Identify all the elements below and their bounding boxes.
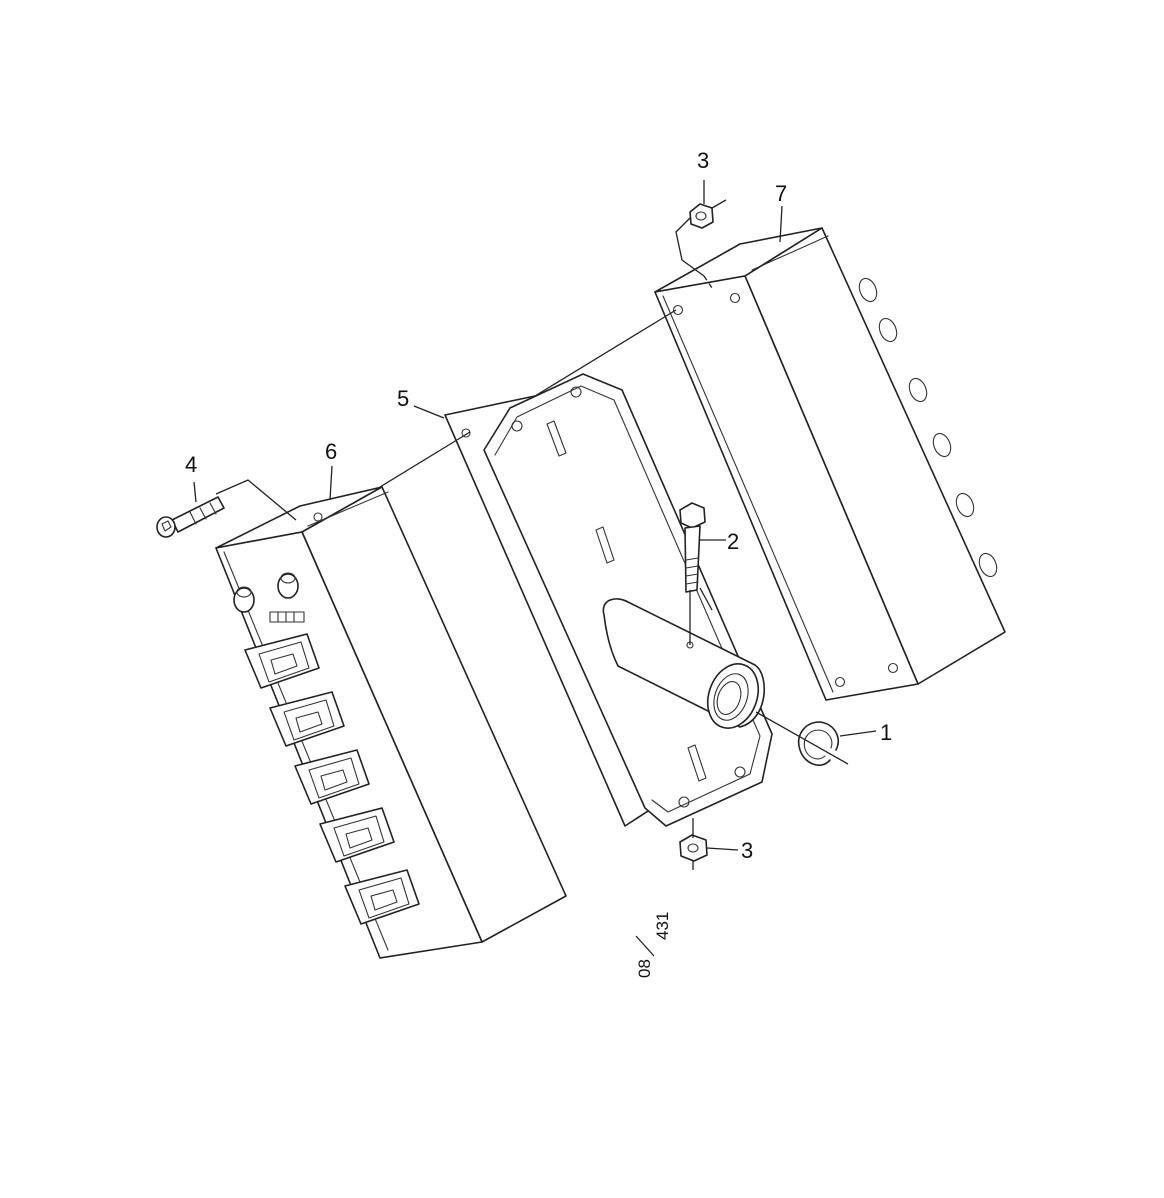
part-6-junction-box (215, 486, 567, 959)
callout-4: 4 (185, 452, 197, 477)
cable-glands (858, 277, 998, 578)
part-4-cap-screw (156, 496, 225, 538)
callout-7: 7 (775, 181, 787, 206)
callout-6: 6 (325, 439, 337, 464)
callout-1: 1 (880, 720, 892, 745)
part-2-hex-bolt (679, 502, 706, 593)
part-5-mounting-plate (444, 373, 773, 827)
callout-2: 2 (727, 529, 739, 554)
callout-labels: 1 2 3 3 4 5 6 7 (185, 148, 892, 863)
drawing-code: 08 431 (635, 912, 672, 978)
connector-sockets (244, 633, 420, 925)
part-3-hex-nut-bottom (679, 834, 708, 862)
part-1-retaining-ring (798, 721, 839, 766)
callout-3-top: 3 (697, 148, 709, 173)
plate-slots (546, 420, 707, 782)
drawing-code-numerator: 08 (635, 959, 654, 978)
part-7-junction-box (654, 227, 1006, 701)
front-glands (233, 572, 305, 623)
assembly-lines (215, 199, 849, 870)
part-3-hex-nut-top (689, 203, 714, 229)
drawing-code-denominator: 431 (653, 912, 672, 940)
callout-5: 5 (397, 386, 409, 411)
callout-3-bottom: 3 (741, 838, 753, 863)
support-tube (602, 598, 766, 729)
